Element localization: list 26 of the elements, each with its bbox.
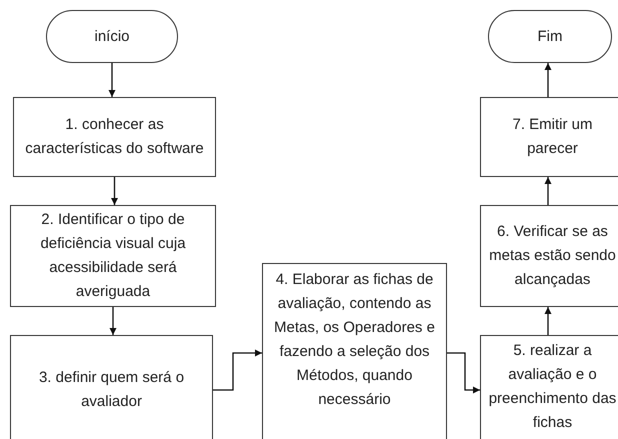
arrow	[544, 177, 552, 205]
node-label: 5. realizar a avaliação e o preenchimento das fichas	[488, 341, 618, 433]
process-box	[480, 97, 618, 177]
node-label: 3. definir quem será o avaliador	[38, 368, 186, 412]
arrow	[447, 352, 480, 394]
node-label: 4. Elaborar as fichas de avaliação, contendo as Metas, os Operadores e fazendo a seleção dos Métodos, quando necessário	[273, 270, 436, 410]
terminal-shape	[488, 10, 612, 63]
arrow	[110, 307, 116, 335]
node-label: início	[94, 26, 130, 46]
process-box	[13, 97, 216, 177]
arrow	[213, 350, 262, 391]
node-label: 2. Identificar o tipo de deficiência visual cuja acessibilidade será averiguada	[39, 210, 187, 302]
node-label: 7. Emitir um parecer	[511, 115, 594, 159]
arrow	[544, 63, 552, 97]
node-label: 1. conhecer as características do software	[24, 115, 205, 159]
process-box	[262, 263, 447, 439]
process-box	[10, 205, 216, 307]
arrow	[111, 177, 118, 205]
node-label: 6. Verificar se as metas estão sendo alcançadas	[488, 222, 617, 290]
terminal-shape	[46, 10, 178, 63]
process-box	[480, 335, 618, 439]
arrow	[544, 307, 552, 335]
node-label: Fim	[538, 26, 562, 46]
process-box	[480, 205, 618, 307]
process-box	[10, 335, 213, 439]
arrow	[108, 63, 116, 97]
